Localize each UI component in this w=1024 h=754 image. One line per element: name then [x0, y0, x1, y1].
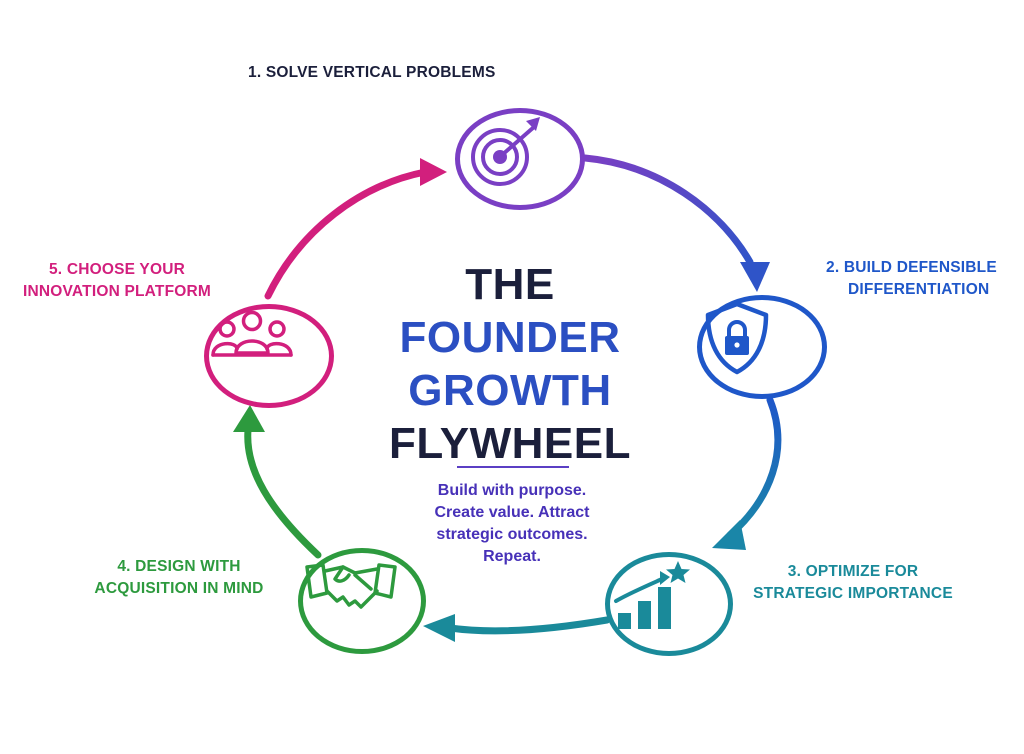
arrow-1-to-2	[581, 154, 754, 266]
arrow-3-to-4-head	[423, 614, 455, 642]
title-divider	[457, 466, 569, 468]
step-4-label-line2: ACQUISITION IN MIND	[94, 580, 264, 597]
step-3-label-line2: STRATEGIC IMPORTANCE	[753, 585, 953, 602]
target-arrow-icon	[471, 117, 540, 186]
node-solve-vertical-problems	[455, 108, 585, 210]
node-design-with-acquisition-in-mind	[298, 548, 426, 654]
tagline-line3: strategic outcomes.	[436, 526, 588, 543]
tagline-line4: Repeat.	[483, 548, 541, 565]
title-line-founder: FOUNDER	[399, 313, 621, 362]
step-4-label-line1: 4. DESIGN WITH	[117, 558, 241, 575]
step-2-label-line1: 2. BUILD DEFENSIBLE	[826, 259, 997, 276]
node-build-defensible-differentiation	[697, 295, 827, 399]
tagline: Build with purpose. Create value. Attrac…	[392, 480, 632, 568]
shield-lock-icon	[705, 301, 769, 375]
arrow-4-to-5	[244, 426, 322, 559]
title-line-growth: GROWTH	[408, 366, 612, 415]
arrow-2-to-3-head	[712, 520, 746, 550]
arrow-3-to-4	[446, 616, 611, 635]
team-people-icon	[211, 310, 293, 357]
arrow-4-to-5-head	[233, 405, 265, 432]
title-line-the: THE	[465, 260, 555, 309]
arrow-5-to-1-head	[420, 158, 447, 186]
diagram-title: THE FOUNDER GROWTH FLYWHEEL	[360, 258, 660, 470]
step-1-label: 1. SOLVE VERTICAL PROBLEMS	[248, 62, 496, 84]
tagline-line1: Build with purpose.	[437, 482, 587, 499]
node-choose-innovation-platform	[204, 304, 334, 408]
step-5-label-line2: INNOVATION PLATFORM	[22, 283, 212, 300]
arrow-5-to-1	[264, 168, 429, 300]
step-3-label-line1: 3. OPTIMIZE FOR	[787, 563, 919, 580]
step-2-label-line2: DIFFERENTIATION	[848, 281, 990, 298]
growth-chart-star-icon	[614, 561, 690, 629]
step-3-label: 3. OPTIMIZE FOR STRATEGIC IMPORTANCE	[748, 561, 958, 605]
title-line-flywheel: FLYWHEEL	[389, 419, 631, 468]
step-2-label: 2. BUILD DEFENSIBLE DIFFERENTIATION	[826, 257, 997, 301]
handshake-icon	[305, 563, 397, 609]
step-4-label: 4. DESIGN WITH ACQUISITION IN MIND	[84, 556, 274, 600]
node-optimize-for-strategic-importance	[605, 552, 733, 656]
step-5-label-line1: 5. CHOOSE YOUR	[48, 261, 186, 278]
step-1-label-line1: 1. SOLVE VERTICAL PROBLEMS	[248, 64, 496, 81]
arrow-1-to-2-head	[740, 262, 770, 292]
arrow-2-to-3	[726, 396, 782, 539]
tagline-line2: Create value. Attract	[434, 504, 590, 521]
step-5-label: 5. CHOOSE YOUR INNOVATION PLATFORM	[18, 259, 216, 303]
